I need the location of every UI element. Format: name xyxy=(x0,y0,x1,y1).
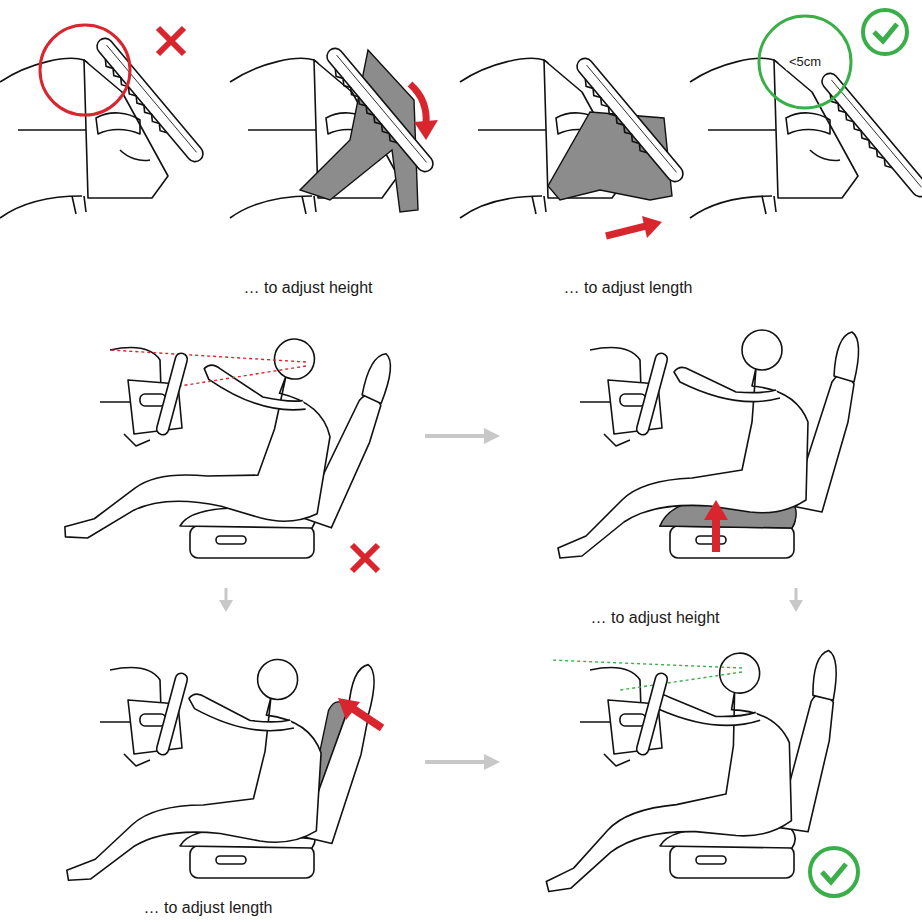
step-caption: … to adjust length xyxy=(561,278,696,297)
steering-closeups xyxy=(0,10,922,238)
sequence-arrows xyxy=(219,428,803,770)
step-caption: … to adjust height xyxy=(241,278,376,297)
adjust-arrow xyxy=(410,84,426,124)
adjust-arrow-head xyxy=(414,120,438,140)
wrong-mark xyxy=(352,545,378,571)
adjust-arrow-head xyxy=(642,216,662,238)
adjust-arrow xyxy=(606,226,646,236)
check-mark xyxy=(810,848,858,896)
check-mark xyxy=(863,10,907,54)
fault-circle xyxy=(40,25,130,115)
ok-circle xyxy=(759,16,851,108)
step-caption: … to adjust height xyxy=(588,608,723,627)
wrong-mark xyxy=(158,28,184,54)
driver-scenes xyxy=(63,311,858,896)
dimension-label: <5cm xyxy=(786,54,824,70)
check-mark xyxy=(822,864,846,882)
check-mark xyxy=(874,24,897,41)
step-caption: … to adjust length xyxy=(141,898,276,917)
